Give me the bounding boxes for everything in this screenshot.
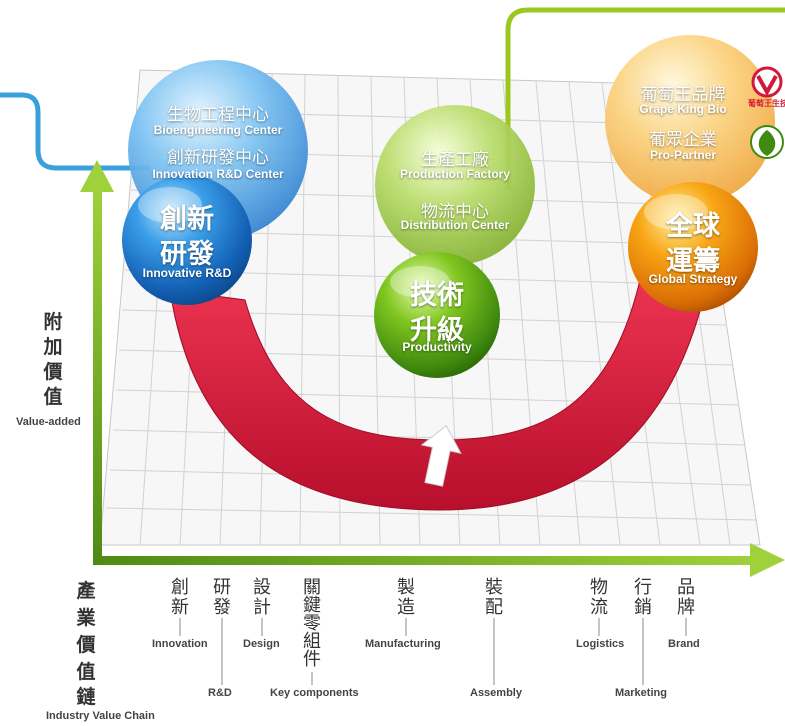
stage-marketing-zh: 銷 [634,597,652,617]
x-axis-char: 業 [76,608,96,629]
label-innovative-rd-zh2: 研發 [160,239,214,269]
stage-assembly-zh: 配 [485,597,503,617]
stage-rd-en: R&D [208,687,232,699]
stage-key-components-zh: 組 [303,631,321,651]
stage-marketing-zh: 行 [634,577,652,597]
stage-innovation-en: Innovation [152,638,208,650]
label-production-factory-en: Production Factory [399,167,510,181]
stage-marketing-en: Marketing [615,687,667,699]
x-axis-char: 鏈 [76,687,96,708]
label-global-strategy-zh1: 全球 [666,211,720,241]
y-axis-label-en: Value-added [16,416,81,428]
y-axis-char: 價 [43,362,63,383]
stage-key-components-zh: 件 [303,649,321,669]
label-production-factory-zh: 生產工廠 [421,150,489,169]
label-global-strategy-en: Global Strategy [648,272,738,286]
stage-innovation-zh: 創 [171,577,189,597]
label-innovative-rd-zh1: 創新 [160,204,214,234]
green-connector-line [505,7,785,190]
label-distribution-center-zh: 物流中心 [421,202,489,221]
stage-manufacturing-zh: 造 [397,597,415,617]
ball-innovative-rd [122,175,252,305]
ball-production-factory [375,105,535,265]
stage-assembly-en: Assembly [470,687,522,699]
label-innovative-rd-en: Innovative R&D [142,266,232,280]
label-bio-center-en: Bioengineering Center [153,123,283,137]
label-innovation-center-zh: 創新研發中心 [167,148,269,167]
label-pro-partner-zh: 葡眾企業 [649,130,717,149]
leaf-logo-icon [750,125,784,159]
y-axis-char: 加 [43,337,63,358]
label-grape-king-zh: 葡萄王品牌 [640,85,726,104]
label-productivity-en: Productivity [402,340,472,354]
stage-design-zh: 設 [253,577,271,597]
label-productivity-zh1: 技術 [410,280,464,310]
stage-key-components-zh: 關 [303,577,321,597]
up-arrow-icon [420,424,462,487]
stage-design-zh: 計 [253,597,271,617]
stage-assembly-zh: 裝 [485,577,503,597]
stage-brand-zh: 牌 [677,597,695,617]
stage-manufacturing-en: Manufacturing [365,638,441,650]
label-productivity-zh2: 升級 [410,315,464,345]
stage-innovation-zh: 新 [171,597,189,617]
stage-logistics-zh: 流 [590,597,608,617]
value-added-axis [80,160,114,565]
x-axis-char: 值 [76,662,96,683]
x-axis-char: 價 [76,635,96,656]
stage-key-components-zh: 鍵 [303,595,321,615]
stage-key-components-en: Key components [270,687,359,699]
label-global-strategy-zh2: 運籌 [666,246,720,276]
stage-design-en: Design [243,638,280,650]
stage-manufacturing-zh: 製 [397,577,415,597]
blue-connector-line [0,92,150,171]
label-bio-center-zh: 生物工程中心 [167,105,269,124]
label-innovation-center-en: Innovation R&D Center [152,167,284,181]
x-axis-label-en: Industry Value Chain [46,710,155,722]
value-chain-axis [93,543,785,577]
stage-logistics-zh: 物 [590,577,608,597]
stage-key-components-zh: 零 [303,613,321,633]
ball-global-strategy [628,182,758,312]
y-axis-char: 值 [43,387,63,408]
ball-brand-partner [605,35,775,205]
label-grape-king-en: Grape King Bio [639,102,727,116]
ball-productivity [374,252,500,378]
y-axis-char: 附 [43,312,63,333]
grape-king-logo-text: 葡萄王生技 [748,99,785,108]
grape-king-logo-icon [751,66,783,98]
stage-rd-zh: 研 [213,577,231,597]
stage-rd-zh: 發 [213,597,231,617]
stage-brand-zh: 品 [677,577,695,597]
label-pro-partner-en: Pro-Partner [649,148,717,162]
stage-brand-en: Brand [668,638,700,650]
label-distribution-center-en: Distribution Center [400,218,510,232]
x-axis-char: 產 [76,581,96,602]
stage-logistics-en: Logistics [576,638,625,650]
